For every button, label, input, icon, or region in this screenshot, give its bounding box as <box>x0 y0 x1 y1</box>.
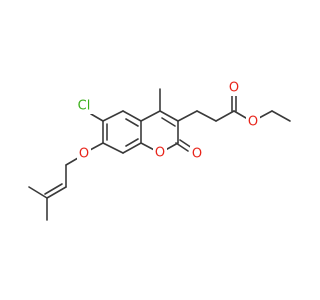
bond <box>102 142 124 154</box>
bond <box>89 142 104 151</box>
ester-carbonyl-oxygen-atom: O <box>227 80 241 96</box>
bond <box>196 110 217 122</box>
bond <box>271 110 291 122</box>
bond <box>122 142 142 154</box>
bond <box>90 113 104 122</box>
atom-labels: Cl O O O O O <box>74 80 260 162</box>
molecule-structure: Cl O O O O O <box>28 80 291 221</box>
structure-canvas: Cl O O O O O <box>28 80 291 221</box>
ether-oxygen-label: O <box>79 147 89 162</box>
bond <box>102 110 124 122</box>
bond <box>122 110 142 122</box>
ester-carbonyl-oxygen-label: O <box>229 81 239 96</box>
bond <box>161 117 176 127</box>
bond <box>258 110 273 119</box>
bond <box>233 110 247 119</box>
ester-oxygen-atom: O <box>246 114 260 130</box>
bond <box>215 110 235 122</box>
bond <box>44 183 63 195</box>
bond <box>177 110 198 122</box>
bond <box>159 110 179 122</box>
carbonyl-oxygen-label: O <box>192 147 202 162</box>
bond <box>28 186 48 199</box>
bond <box>65 157 79 166</box>
ring-oxygen-atom: O <box>153 145 167 161</box>
ring-oxygen-label: O <box>155 146 165 161</box>
bond <box>175 142 189 152</box>
bond <box>125 138 139 147</box>
ether-oxygen-atom: O <box>77 146 91 162</box>
bond <box>140 110 161 122</box>
bond <box>46 186 67 199</box>
ester-oxygen-label: O <box>248 115 258 130</box>
bond <box>125 118 139 127</box>
carbonyl-oxygen-atom: O <box>190 146 204 162</box>
chlorine-atom: Cl <box>74 96 94 114</box>
chlorine-label: Cl <box>78 99 91 114</box>
